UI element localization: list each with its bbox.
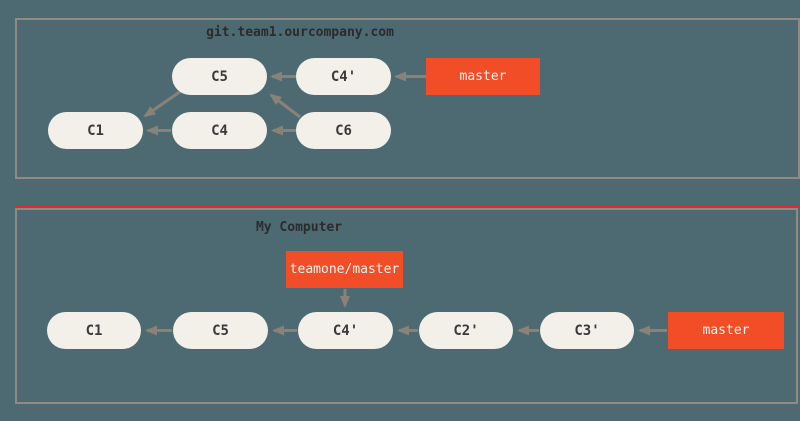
- red-divider-line: [15, 205, 800, 208]
- remote-server-title: git.team1.ourcompany.com: [206, 25, 394, 40]
- branch-label-master-remote: master: [426, 58, 540, 95]
- my-computer-title: My Computer: [255, 220, 343, 235]
- commit-node-c4-remote: C4: [172, 112, 267, 149]
- commit-node-c6-remote: C6: [296, 112, 391, 149]
- commit-node-c4p-remote: C4': [296, 58, 391, 95]
- commit-node-c4p-local: C4': [298, 312, 393, 349]
- commit-node-c3p-local: C3': [540, 312, 634, 349]
- commit-node-c5-remote: C5: [172, 58, 267, 95]
- commit-node-c2p-local: C2': [419, 312, 513, 349]
- commit-node-c1-local: C1: [47, 312, 141, 349]
- panel-my-computer: [15, 208, 798, 404]
- panel-remote-server: [15, 18, 800, 179]
- branch-label-teamone-master: teamone/master: [286, 251, 403, 288]
- branch-label-master-local: master: [668, 312, 784, 349]
- commit-node-c1-remote: C1: [48, 112, 143, 149]
- commit-node-c5-local: C5: [173, 312, 268, 349]
